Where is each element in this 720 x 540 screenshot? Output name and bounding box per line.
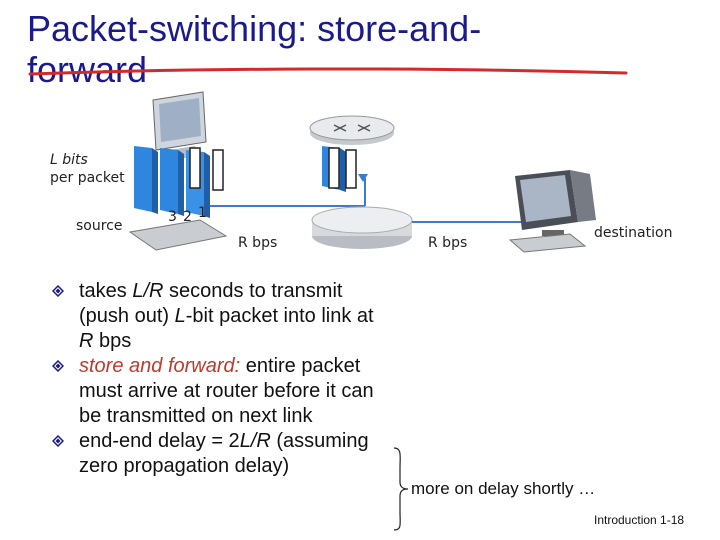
source-computer-icon [128,91,228,251]
diamond-bullet-icon [52,360,64,372]
side-note: more on delay shortly … [411,479,596,498]
destination-label: destination [594,225,673,241]
l-bits-label: L bits [50,152,88,168]
router-packets-icon [322,146,368,192]
bullet-item: end-end delay = 2L/R (assuming zero prop… [52,429,392,479]
brace-icon [393,447,409,531]
network-diagram [128,91,596,253]
slide-footer: Introduction 1-18 [594,513,685,527]
title-underline [28,67,628,76]
packet-number-3: 3 [168,209,177,225]
bullet-item: takes L/R seconds to transmit (push out)… [52,279,392,354]
slide-title: Packet-switching: store-and-forward [27,8,482,90]
per-packet-label: per packet [50,170,125,186]
link1-rate-label: R bps [238,235,278,251]
diamond-bullet-icon [52,285,64,297]
packet-number-1: 1 [198,205,207,221]
outgoing-packets-icon [134,146,224,218]
destination-computer-icon [508,170,596,253]
link2-rate-label: R bps [428,235,468,251]
packet-number-2: 2 [183,209,192,225]
source-label: source [76,218,123,234]
router-icon [309,115,413,249]
bullet-list: takes L/R seconds to transmit (push out)… [52,279,392,479]
bullet-item: store and forward: entire packet must ar… [52,354,392,429]
diamond-bullet-icon [52,435,64,447]
